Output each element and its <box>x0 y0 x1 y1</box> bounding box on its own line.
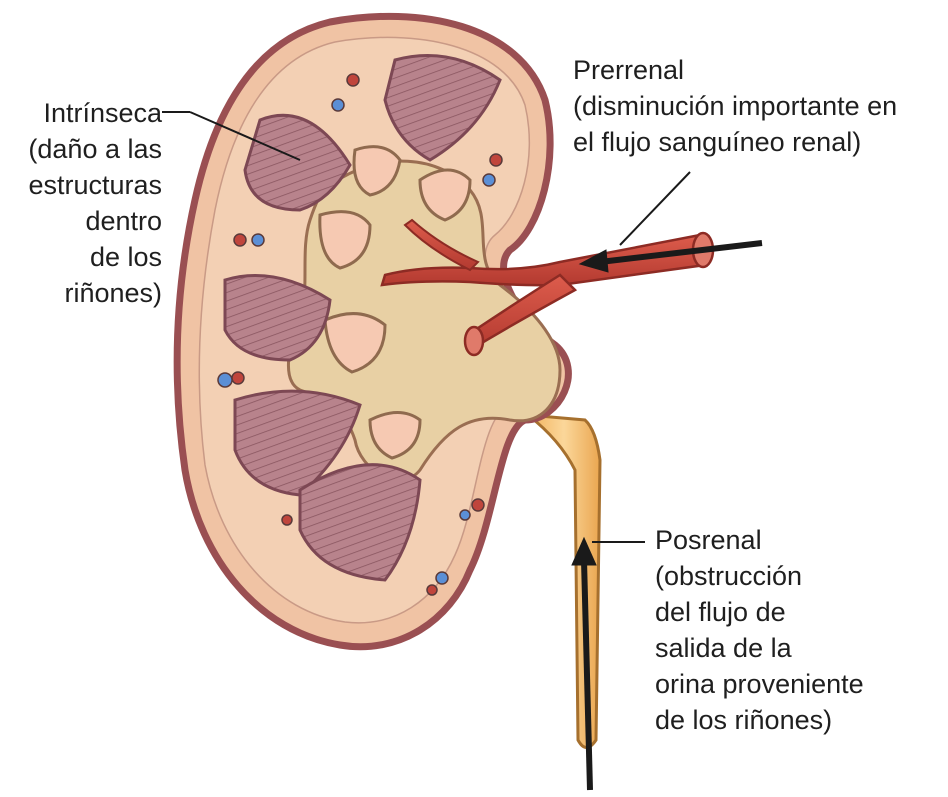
prerenal-line-1: Prerrenal <box>573 52 897 88</box>
prerenal-line-3: el flujo sanguíneo renal) <box>573 124 897 160</box>
postrenal-line-3: del flujo de <box>655 594 864 630</box>
postrenal-line-6: de los riñones) <box>655 702 864 738</box>
postrenal-line-5: orina proveniente <box>655 666 864 702</box>
intrinsic-line-1: Intrínseca <box>0 95 162 131</box>
intrinsic-label: Intrínseca (daño a las estructuras dentr… <box>0 95 162 311</box>
postrenal-line-1: Posrenal <box>655 522 864 558</box>
intrinsic-line-6: riñones) <box>0 275 162 311</box>
intrinsic-line-3: estructuras <box>0 167 162 203</box>
postrenal-line-2: (obstrucción <box>655 558 864 594</box>
postrenal-line-4: salida de la <box>655 630 864 666</box>
intrinsic-line-5: de los <box>0 239 162 275</box>
prerenal-line-2: (disminución importante en <box>573 88 897 124</box>
prerenal-label: Prerrenal (disminución importante en el … <box>573 52 897 160</box>
postrenal-label: Posrenal (obstrucción del flujo de salid… <box>655 522 864 738</box>
intrinsic-line-4: dentro <box>0 203 162 239</box>
intrinsic-line-2: (daño a las <box>0 131 162 167</box>
